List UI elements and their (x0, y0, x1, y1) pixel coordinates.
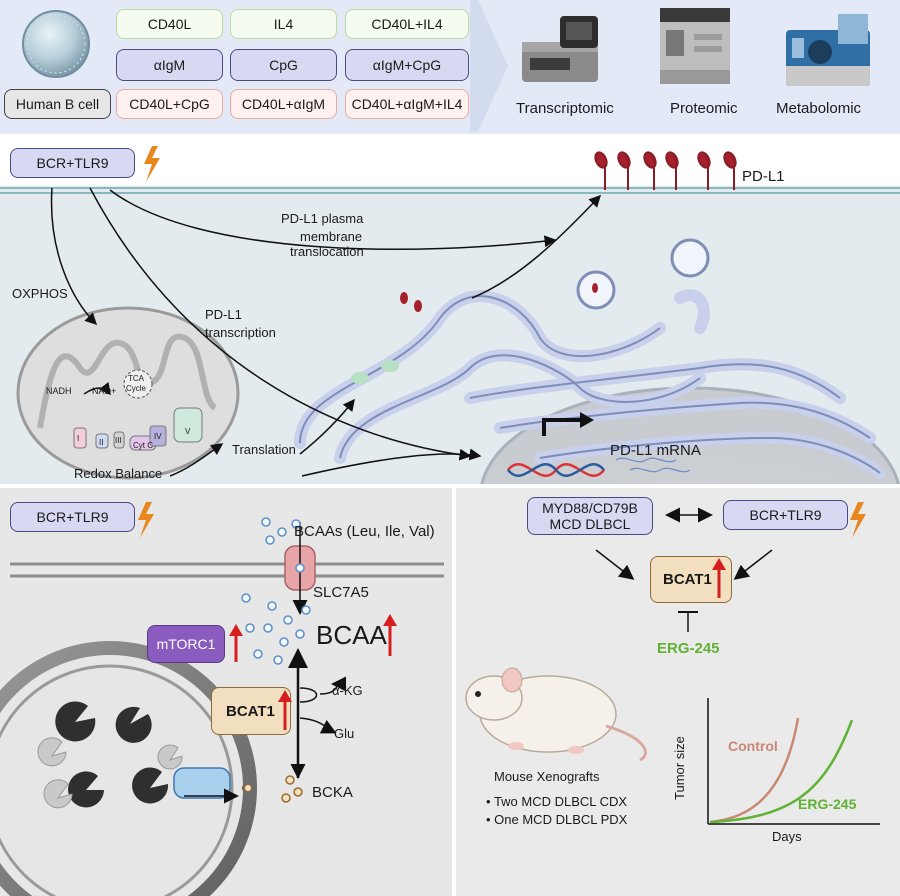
lightning-icon (850, 502, 866, 538)
omics-proteomic: Proteomic (670, 100, 738, 117)
transcription-line-1: PD-L1 (205, 307, 242, 322)
pd-l1-label: PD-L1 (742, 168, 785, 185)
stimulus-badge-br: BCR+TLR9 (723, 500, 848, 530)
condition-cd40l-cpg: CD40L+CpG (116, 89, 223, 119)
akg-label: α-KG (332, 683, 363, 698)
xenograft-title: Mouse Xenografts (494, 769, 600, 784)
bcat1-up-arrow-icon-br (712, 558, 726, 598)
chart-xlabel: Days (772, 829, 802, 844)
glu-label: Glu (334, 726, 355, 741)
complex-iii: III (115, 436, 122, 445)
mouse-icon (465, 667, 647, 762)
b-cell-icon (22, 10, 90, 78)
mass-spec-icon (660, 8, 730, 84)
slc7a5-label: SLC7A5 (313, 584, 369, 601)
inhibitor-label: ERG-245 (657, 640, 720, 657)
xenograft-item-2: • One MCD DLBCL PDX (486, 812, 628, 827)
nadh-label: NADH (46, 386, 72, 396)
erg-245-series-line (709, 719, 854, 824)
bcat1-box-bl: BCAT1 (211, 687, 291, 735)
chevron-arrow-icon (470, 0, 508, 132)
bcat1-up-arrow-icon (278, 690, 292, 730)
sequencer-icon (522, 16, 598, 82)
bcaa-label: BCAA (316, 620, 387, 650)
mechanism-diagram (0, 138, 900, 484)
stimulus-badge-mid: BCR+TLR9 (10, 148, 135, 178)
lightning-icon (138, 502, 154, 538)
mtorc1-box: mTORC1 (147, 625, 225, 663)
condition-il4: IL4 (230, 9, 337, 39)
stimulus-badge-bl: BCR+TLR9 (10, 502, 135, 532)
translocation-line-2: membrane (300, 229, 363, 244)
condition-cd40l-il4: CD40L+IL4 (345, 9, 469, 39)
cell-label: Human B cell (4, 89, 111, 119)
complex-ii: II (99, 438, 104, 447)
condition-cpg: CpG (230, 49, 337, 81)
condition-cd40l-aigm-il4: CD40L+αIgM+IL4 (345, 89, 469, 119)
tca-line-1: TCA (128, 374, 144, 383)
xenograft-item-1: • Two MCD DLBCL CDX (486, 794, 628, 809)
mtorc1-up-arrow-icon (229, 624, 243, 662)
tumor-growth-chart (707, 698, 880, 825)
legend-erg-245: ERG-245 (798, 796, 857, 812)
translocation-line-1: PD-L1 plasma (281, 211, 364, 226)
nad-label: NAD+ (92, 386, 117, 396)
control-series-line (709, 717, 800, 824)
condition-aigm-cpg: αIgM+CpG (345, 49, 469, 81)
tca-line-2: Cycle (126, 384, 147, 393)
legend-control: Control (728, 738, 778, 754)
condition-cd40l-aigm: CD40L+αIgM (230, 89, 337, 119)
translocation-line-3: translocation (290, 244, 364, 259)
condition-cd40l: CD40L (116, 9, 223, 39)
oxphos-label: OXPHOS (12, 286, 68, 301)
bcka-label: BCKA (312, 784, 353, 801)
omics-metabolomic: Metabolomic (776, 100, 862, 117)
therapy-diagram (465, 502, 880, 825)
transcription-line-2: transcription (205, 325, 276, 340)
complex-i: I (77, 434, 80, 443)
metabolomics-instrument-icon (786, 14, 870, 86)
complex-cytc: Cyt C (133, 441, 153, 450)
pd-l1-mrna-label: PD-L1 mRNA (610, 442, 701, 459)
translation-label: Translation (232, 442, 296, 457)
condition-aigm: αIgM (116, 49, 223, 81)
bcaas-label: BCAAs (Leu, Ile, Val) (294, 523, 435, 540)
bcaa-diagram (0, 502, 444, 896)
complex-iv: IV (154, 432, 162, 441)
chart-ylabel: Tumor size (672, 736, 687, 800)
bcaa-up-arrow-icon (383, 614, 397, 656)
lightning-icon (144, 146, 160, 182)
complex-v: V (185, 427, 191, 436)
redox-label: Redox Balance (74, 466, 163, 481)
omics-transcriptomic: Transcriptomic (516, 100, 614, 117)
